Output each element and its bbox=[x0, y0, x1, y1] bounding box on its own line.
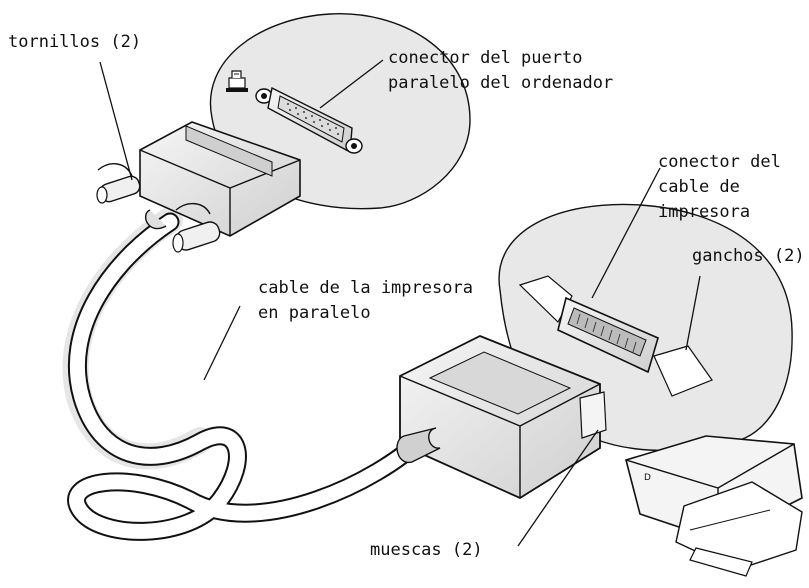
notch-latch bbox=[579, 391, 607, 439]
printer-centronics-connector bbox=[518, 275, 713, 397]
leader-screws bbox=[99, 61, 133, 181]
label-computer-port: conector del puerto paralelo del ordenad… bbox=[388, 48, 614, 93]
clip-right bbox=[653, 345, 713, 397]
leader-clips bbox=[685, 275, 701, 351]
screw-top bbox=[96, 175, 141, 204]
leader-lines bbox=[99, 59, 701, 547]
svg-text:D: D bbox=[644, 473, 651, 483]
label-screws: tornillos (2) bbox=[8, 32, 142, 52]
cable-printer-plug bbox=[396, 335, 607, 500]
label-notches: muescas (2) bbox=[370, 540, 483, 560]
leader-cable bbox=[203, 305, 241, 381]
cable-db25-connector bbox=[96, 121, 301, 253]
parallel-cable bbox=[62, 207, 430, 541]
leader-printer-connector bbox=[591, 167, 661, 299]
printer-port-icon bbox=[226, 70, 248, 92]
screw-bottom bbox=[172, 221, 221, 253]
label-clips: ganchos (2) bbox=[692, 246, 805, 266]
printer: D bbox=[625, 435, 803, 577]
label-printer-connector: conector del cable de impresora bbox=[658, 152, 781, 222]
leader-notches bbox=[517, 429, 599, 547]
leader-computer-port bbox=[319, 59, 384, 109]
computer-parallel-port bbox=[255, 86, 363, 154]
label-parallel-cable: cable de la impresora en paralelo bbox=[258, 278, 473, 323]
